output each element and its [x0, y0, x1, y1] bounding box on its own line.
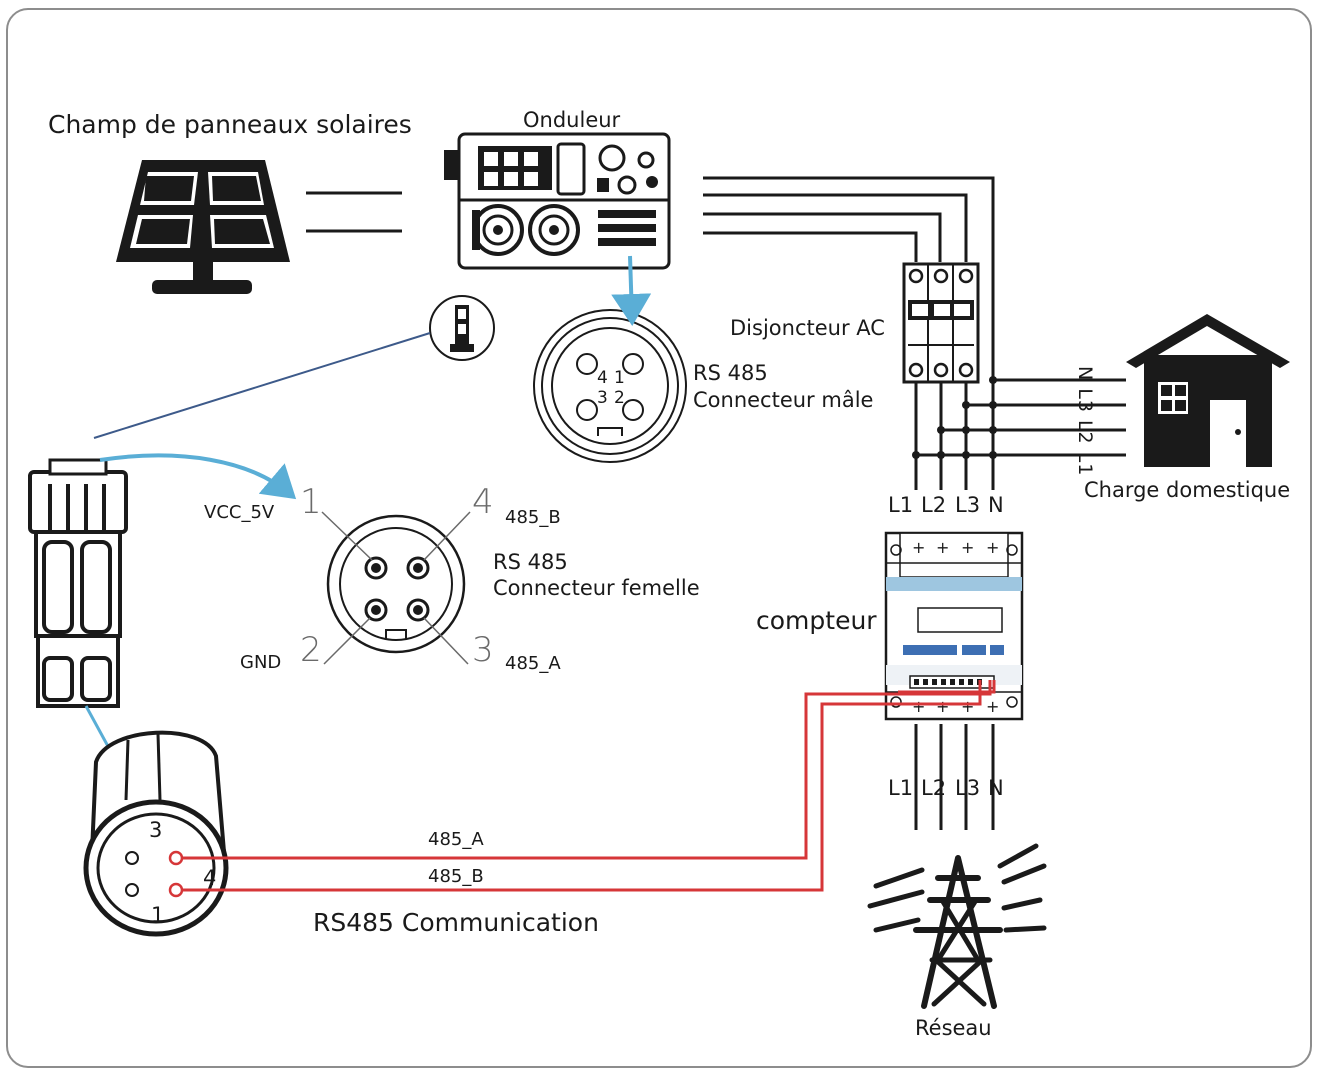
gnd-label: GND — [240, 652, 282, 673]
house-icon — [1126, 314, 1290, 467]
rs485-female-subtitle: Connecteur femelle — [493, 576, 700, 600]
arrow-inverter-to-male — [611, 255, 652, 326]
female-pin-1: 1 — [300, 482, 322, 522]
rs485-round-plug-icon — [83, 730, 229, 937]
ac-breaker-label: Disjoncteur AC — [730, 316, 885, 340]
wiring-diagram: + + + + + + + + — [6, 8, 1312, 1068]
wire-a-label: 485_A — [428, 829, 484, 850]
male-pin-1: 1 — [614, 368, 625, 388]
meter-icon: + + + + + + + + — [884, 531, 1024, 721]
phase-bottom-l3: L3 — [955, 776, 981, 800]
phase-top-n: N — [988, 493, 1004, 517]
house-phase-labels: N L3 L2 L1 — [1074, 366, 1096, 477]
pin-485b-label: 485_B — [505, 507, 561, 528]
solar-panel-icon — [116, 160, 290, 294]
rs485-male-connector-icon — [533, 309, 687, 463]
ac-breaker-icon — [902, 262, 980, 384]
house-load-label: Charge domestique — [1084, 478, 1291, 502]
communication-label: RS485 Communication — [313, 908, 599, 937]
svg-text:+: + — [986, 538, 999, 557]
phase-bottom-l1: L1 — [888, 776, 914, 800]
female-pin-3: 3 — [472, 630, 494, 670]
ac-output-lines — [703, 176, 995, 262]
junction-dots — [912, 376, 997, 459]
rs485-wires — [182, 680, 996, 892]
phase-bottom-l2: L2 — [921, 776, 947, 800]
inverter-icon — [444, 132, 671, 270]
plug-zoom-icon — [429, 295, 495, 361]
rs485-plug-icon — [28, 458, 128, 708]
plug-pin-4: 4 — [203, 866, 217, 890]
svg-text:+: + — [961, 538, 974, 557]
diagram-drawing: + + + + + + + + — [28, 132, 1290, 1009]
female-pin-2: 2 — [300, 630, 322, 670]
solar-field-label: Champ de panneaux solaires — [48, 110, 412, 139]
phase-top-l3: L3 — [955, 493, 981, 517]
male-pin-3: 3 — [597, 388, 608, 408]
power-pylon-icon — [867, 843, 1047, 1009]
grid-label: Réseau — [915, 1016, 992, 1040]
svg-text:+: + — [912, 538, 925, 557]
phase-bottom-n: N — [988, 776, 1004, 800]
svg-text:+: + — [936, 697, 949, 716]
meter-to-grid-lines — [914, 724, 995, 830]
vcc-label: VCC_5V — [204, 502, 275, 523]
zoom-pointer-line — [93, 332, 431, 439]
inverter-label: Onduleur — [523, 108, 621, 132]
wire-b-label: 485_B — [428, 866, 484, 887]
svg-text:+: + — [936, 538, 949, 557]
svg-text:+: + — [961, 697, 974, 716]
rs485-female-title: RS 485 — [493, 550, 568, 574]
phase-top-l2: L2 — [921, 493, 947, 517]
male-pin-2: 2 — [614, 388, 625, 408]
rs485-male-subtitle: Connecteur mâle — [693, 388, 874, 412]
phase-top-l1: L1 — [888, 493, 914, 517]
meter-label: compteur — [756, 606, 877, 635]
plug-pin-3: 3 — [149, 818, 163, 842]
arrow-plug-to-female — [99, 453, 297, 500]
rs485-male-title: RS 485 — [693, 361, 768, 385]
pin-485a-label: 485_A — [505, 653, 561, 674]
female-pin-4: 4 — [472, 482, 494, 522]
male-pin-4: 4 — [597, 368, 608, 388]
female-pin-leaders — [321, 511, 471, 665]
plug-pin-1: 1 — [151, 903, 165, 927]
svg-text:+: + — [912, 697, 925, 716]
svg-text:+: + — [986, 697, 999, 716]
